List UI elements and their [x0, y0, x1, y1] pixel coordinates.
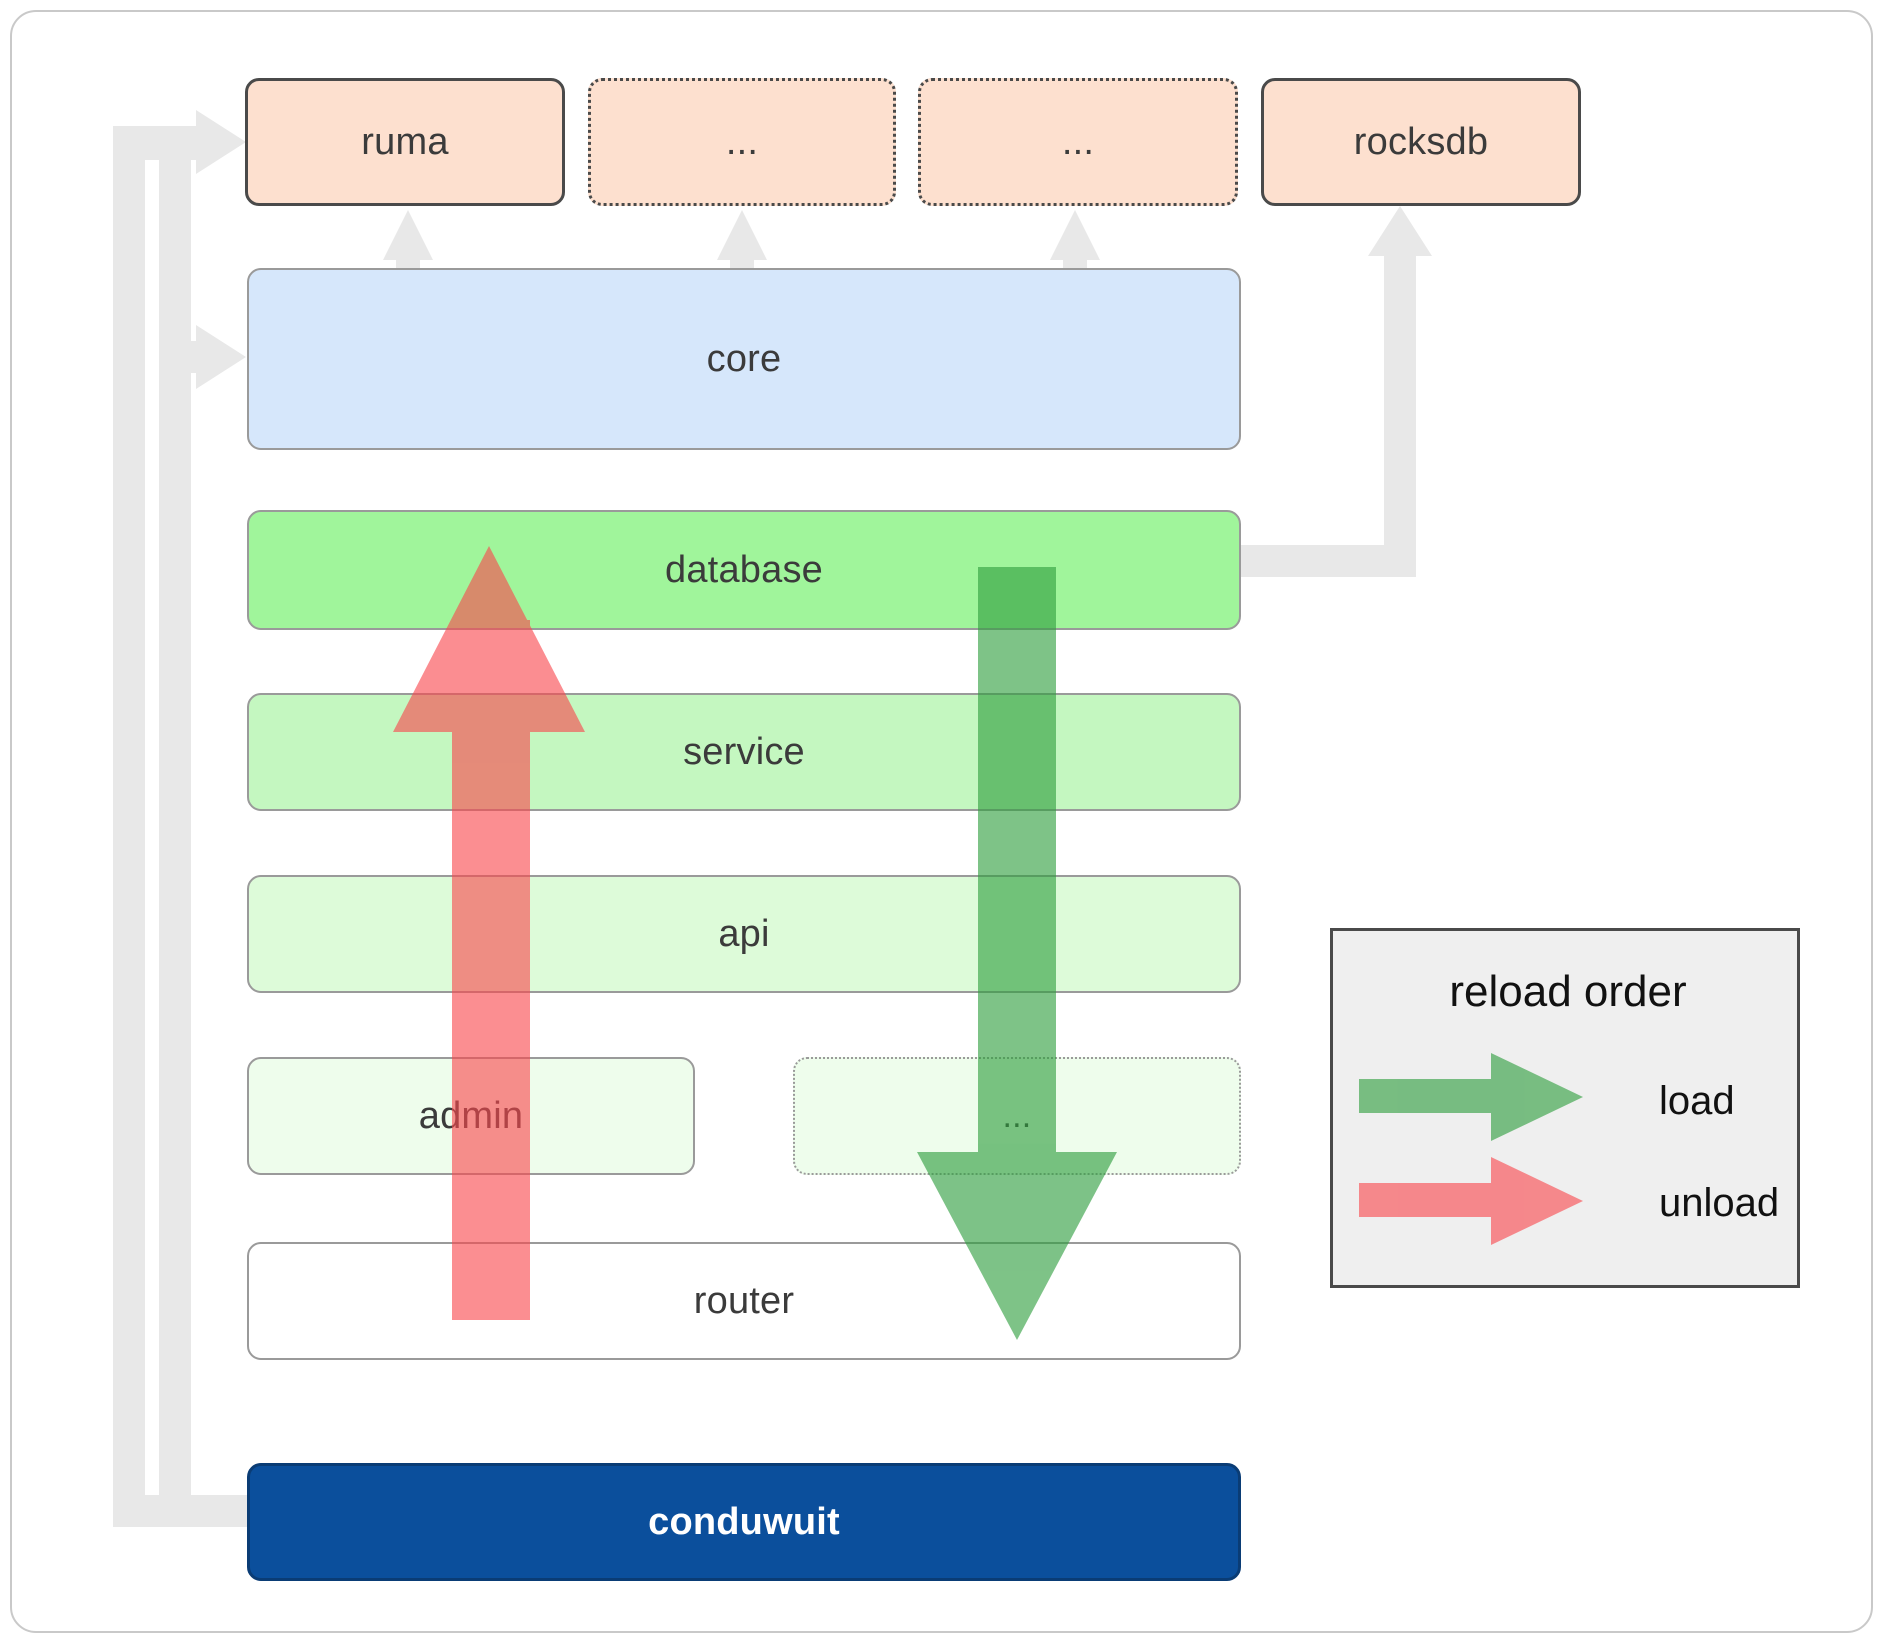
- node-label: rocksdb: [1353, 120, 1489, 163]
- legend-title: reload order: [1449, 967, 1687, 1016]
- node-ruma[interactable]: ruma: [245, 78, 565, 206]
- legend-box: reload order load unload: [1330, 928, 1800, 1288]
- node-conduwuit[interactable]: conduwuit: [247, 1463, 1241, 1581]
- legend-label-load: load: [1659, 1079, 1735, 1123]
- legend-arrow-svg: [1359, 1053, 1583, 1245]
- node-database[interactable]: database: [247, 510, 1241, 630]
- node-admin-ellipsis[interactable]: ...: [793, 1057, 1241, 1175]
- node-service[interactable]: service: [247, 693, 1241, 811]
- node-label: conduwuit: [648, 1500, 840, 1543]
- node-label: core: [706, 337, 782, 380]
- node-label: ...: [725, 120, 759, 163]
- node-label: database: [665, 548, 823, 591]
- node-label: service: [683, 730, 805, 773]
- node-rocksdb-ellipsis[interactable]: ...: [918, 78, 1238, 206]
- node-label: api: [718, 912, 770, 955]
- node-label: ...: [1061, 120, 1095, 163]
- node-core[interactable]: core: [247, 268, 1241, 450]
- node-api[interactable]: api: [247, 875, 1241, 993]
- node-label: ruma: [361, 120, 449, 163]
- node-admin[interactable]: admin: [247, 1057, 695, 1175]
- node-label: router: [693, 1279, 795, 1322]
- legend-label-unload: unload: [1659, 1181, 1780, 1225]
- legend-load-arrow: [1359, 1053, 1583, 1141]
- node-router[interactable]: router: [247, 1242, 1241, 1360]
- node-label: ...: [1002, 1096, 1032, 1135]
- node-ruma-ellipsis[interactable]: ...: [588, 78, 896, 206]
- legend-unload-arrow: [1359, 1157, 1583, 1245]
- node-label: admin: [418, 1094, 524, 1137]
- node-rocksdb[interactable]: rocksdb: [1261, 78, 1581, 206]
